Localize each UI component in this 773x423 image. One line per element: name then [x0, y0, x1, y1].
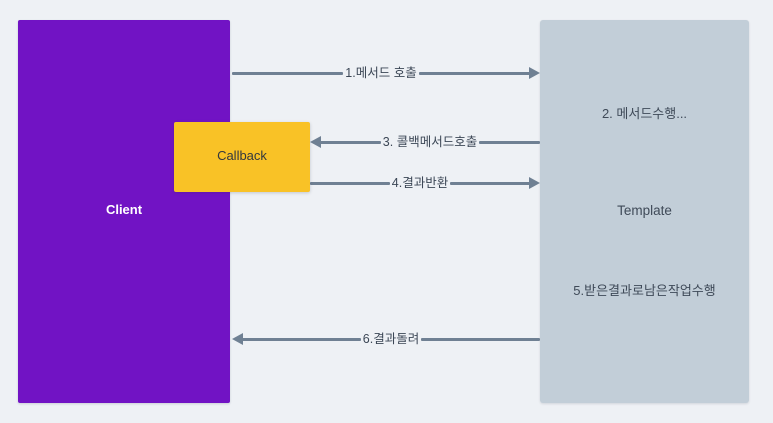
- arrow-line: [310, 181, 390, 185]
- arrow-line: [418, 71, 530, 75]
- message-arrow-1[interactable]: 1.메서드 호출: [232, 62, 540, 84]
- arrowhead-left-icon: [310, 136, 321, 148]
- message-label-6: 6.결과돌려: [362, 331, 420, 346]
- arrowhead-right-icon: [529, 67, 540, 79]
- arrow-line: [421, 337, 540, 341]
- message-arrow-3[interactable]: 3. 콜백메서드호출: [310, 131, 540, 153]
- message-label-3: 3. 콜백메서드호출: [382, 134, 478, 149]
- arrow-line: [242, 337, 361, 341]
- arrow-line: [479, 140, 540, 144]
- message-label-1: 1.메서드 호출: [345, 65, 417, 80]
- participant-box-template[interactable]: [540, 20, 749, 403]
- participant-box-callback[interactable]: [174, 122, 310, 192]
- arrow-line: [320, 140, 381, 144]
- arrowhead-right-icon: [529, 177, 540, 189]
- arrow-line: [450, 181, 530, 185]
- message-label-4: 4.결과반환: [391, 175, 449, 190]
- arrowhead-left-icon: [232, 333, 243, 345]
- participant-box-client[interactable]: [18, 20, 230, 403]
- arrow-line: [232, 71, 344, 75]
- message-arrow-6[interactable]: 6.결과돌려: [232, 328, 540, 350]
- message-arrow-4[interactable]: 4.결과반환: [310, 172, 540, 194]
